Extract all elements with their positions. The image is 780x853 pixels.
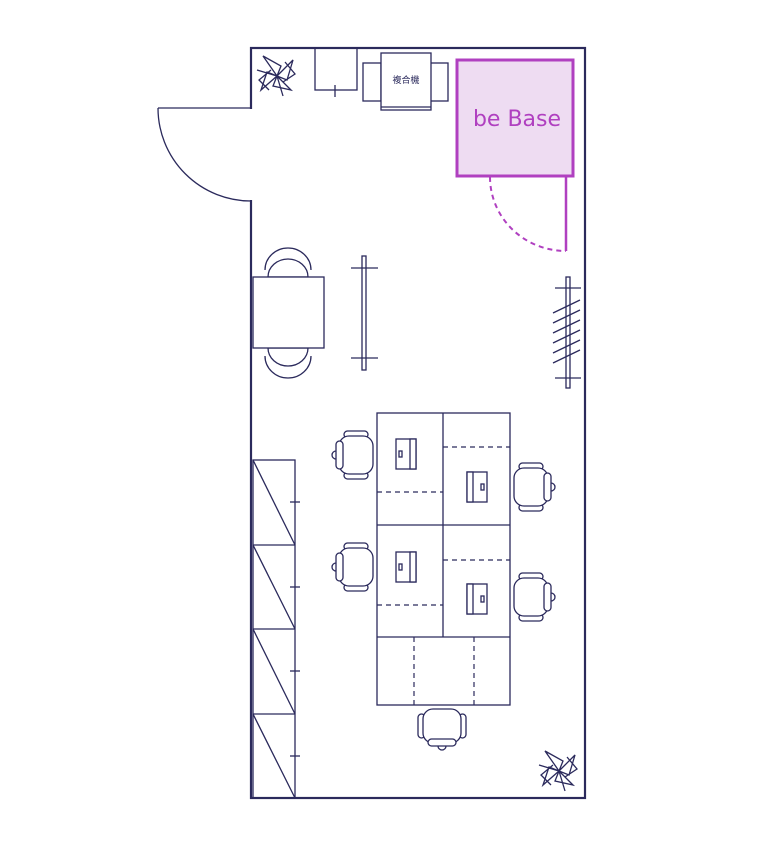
dining-table: [252, 247, 325, 379]
drawer-unit: [466, 471, 488, 503]
be-base-booth[interactable]: be Base: [455, 58, 575, 252]
office-chair: [417, 708, 467, 751]
office-chair: [331, 542, 374, 592]
drawer-unit: [395, 551, 417, 583]
booth-label: be Base: [473, 107, 561, 132]
storage-shelves: [252, 459, 300, 799]
office-chair: [513, 462, 556, 512]
cabinet: [314, 47, 358, 97]
entrance-door[interactable]: [157, 107, 254, 202]
plant-icon: [538, 750, 578, 792]
room-walls: [249, 46, 587, 800]
copier: 複合機: [362, 52, 449, 111]
drawer-unit: [395, 438, 417, 470]
plant-icon: [256, 55, 296, 97]
hanger-rack: [552, 276, 581, 389]
coat-rack: [351, 255, 378, 371]
desk-island: [376, 412, 511, 706]
copier-label: 複合機: [392, 74, 419, 86]
office-chair: [331, 430, 374, 480]
office-chair: [513, 572, 556, 622]
drawer-unit: [466, 583, 488, 615]
